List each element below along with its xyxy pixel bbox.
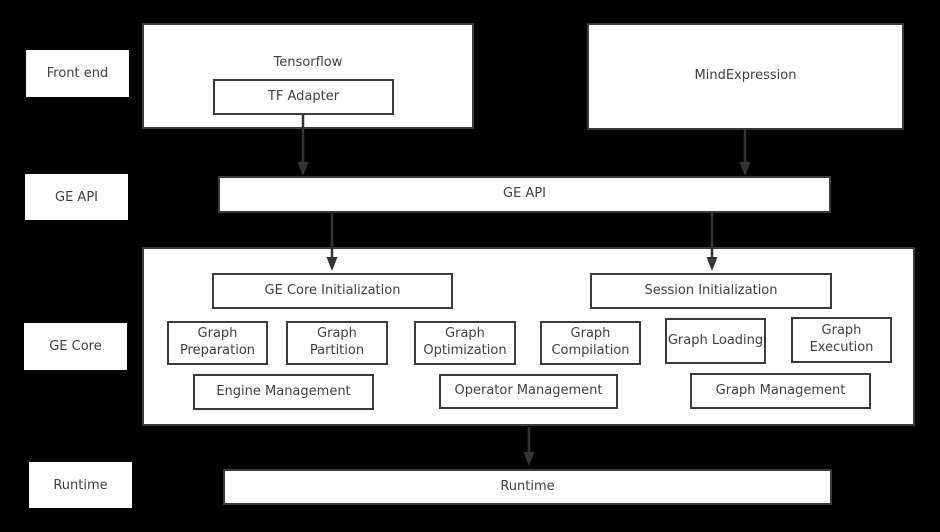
- row-label-runtime: Runtime: [29, 462, 132, 508]
- ge-core-initialization-box: GE Core Initialization: [212, 273, 453, 309]
- tf-adapter-box: TF Adapter: [213, 79, 394, 115]
- tensorflow-box: Tensorflow TF Adapter: [142, 23, 474, 129]
- ge-core-box: GE Core Initialization Session Initializ…: [142, 247, 915, 426]
- tensorflow-label: Tensorflow: [273, 55, 343, 70]
- row-label-ge-api: GE API: [25, 174, 128, 220]
- ge-api-box: GE API: [218, 176, 831, 213]
- graph-compilation-box: Graph Compilation: [540, 321, 641, 365]
- row-label-front-end: Front end: [26, 50, 129, 97]
- runtime-box: Runtime: [223, 469, 832, 505]
- graph-loading-box: Graph Loading: [665, 318, 766, 364]
- arrow-mindexpression-to-ge-api: [739, 130, 751, 176]
- arrow-ge-core-to-runtime: [523, 427, 535, 466]
- graph-partition-box: Graph Partition: [286, 321, 388, 365]
- engine-management-box: Engine Management: [193, 374, 374, 410]
- graph-management-box: Graph Management: [690, 373, 871, 409]
- graph-optimization-box: Graph Optimization: [414, 321, 516, 365]
- graph-execution-box: Graph Execution: [791, 317, 892, 363]
- graph-preparation-box: Graph Preparation: [167, 321, 268, 365]
- mindexpression-box: MindExpression: [587, 23, 904, 130]
- row-label-ge-core: GE Core: [24, 323, 127, 370]
- session-initialization-box: Session Initialization: [590, 273, 832, 309]
- operator-management-box: Operator Management: [439, 374, 618, 409]
